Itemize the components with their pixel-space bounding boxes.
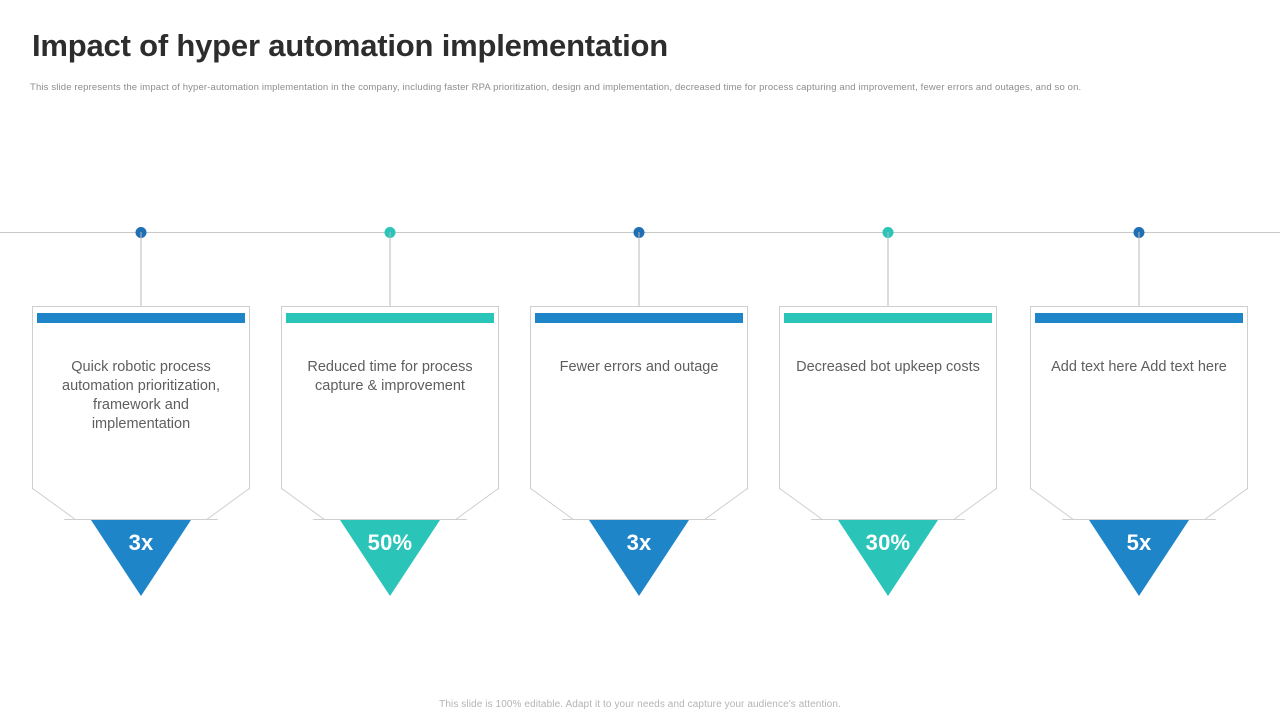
metric-value: 3x <box>626 530 652 555</box>
value-pointer: 30% <box>838 520 938 596</box>
banner-accent-bar <box>535 313 743 323</box>
value-pointer: 3x <box>91 520 191 596</box>
banner-accent-bar <box>37 313 245 323</box>
banner-card[interactable]: Fewer errors and outage <box>529 306 749 521</box>
value-pointer: 3x <box>589 520 689 596</box>
banner-card[interactable]: Add text here Add text here <box>1029 306 1249 521</box>
banner-card[interactable]: Decreased bot upkeep costs <box>778 306 998 521</box>
timeline-connector <box>389 232 391 317</box>
page-title: Impact of hyper automation implementatio… <box>32 28 668 63</box>
banner-accent-bar <box>784 313 992 323</box>
banner-label: Quick robotic process automation priorit… <box>62 359 220 432</box>
banner-card[interactable]: Reduced time for process capture & impro… <box>280 306 500 521</box>
metric-value: 50% <box>367 530 413 555</box>
value-pointer: 50% <box>340 520 440 596</box>
banner-label: Add text here Add text here <box>1051 359 1227 375</box>
banner-card[interactable]: Quick robotic process automation priorit… <box>31 306 251 521</box>
banner-label: Decreased bot upkeep costs <box>796 359 980 375</box>
banner-label: Reduced time for process capture & impro… <box>307 359 473 394</box>
timeline-connector <box>140 232 142 317</box>
slide-footer-note: This slide is 100% editable. Adapt it to… <box>439 699 841 710</box>
slide-subtitle: This slide represents the impact of hype… <box>30 82 1082 93</box>
banner-body <box>530 306 748 520</box>
value-pointer: 5x <box>1089 520 1189 596</box>
metric-value: 5x <box>1126 530 1152 555</box>
timeline-connector <box>638 232 640 317</box>
banner-label: Fewer errors and outage <box>559 359 719 375</box>
banner-body <box>779 306 997 520</box>
banner-body <box>281 306 499 520</box>
timeline-connector <box>887 232 889 317</box>
banner-body <box>32 306 250 520</box>
metric-value: 3x <box>128 530 154 555</box>
banner-body <box>1030 306 1248 520</box>
banner-accent-bar <box>286 313 494 323</box>
banner-accent-bar <box>1035 313 1243 323</box>
timeline-connector <box>1138 232 1140 317</box>
metric-value: 30% <box>865 530 911 555</box>
